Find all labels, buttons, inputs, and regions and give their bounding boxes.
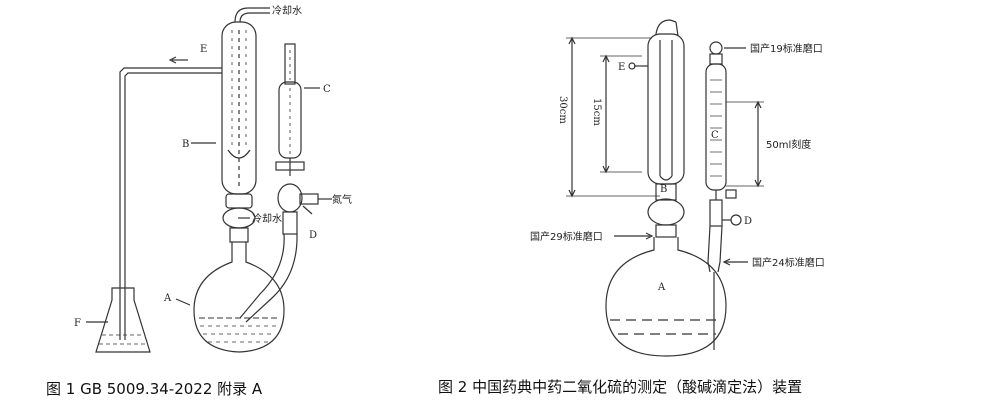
- fig2-label-graduation: 50ml刻度: [766, 138, 811, 151]
- figure-1-caption: 图 1 GB 5009.34-2022 附录 A: [46, 380, 263, 398]
- round-bottom-flask-a: [605, 237, 727, 357]
- fig1-label-d: D: [309, 230, 317, 241]
- erlenmeyer-flask-f: [95, 287, 151, 353]
- fig1-label-cooling-water-top: 冷却水: [272, 4, 302, 17]
- fig2-label-joint-29: 国产29标准磨口: [530, 230, 603, 243]
- figure-2-caption: 图 2 中国药典中药二氧化硫的测定（酸碱滴定法）装置: [438, 378, 803, 396]
- fig1-label-e: E: [200, 44, 207, 55]
- fig2-label-b: B: [660, 184, 667, 195]
- cooling-water-inlet-tube: [234, 7, 270, 23]
- fig1-label-a: A: [163, 293, 172, 304]
- fig1-label-cooling-water-mid: 冷却水: [252, 212, 282, 225]
- fig2-label-joint-19: 国产19标准磨口: [750, 42, 823, 55]
- figure-1-panel: 冷却水 E B C 氮气 冷却水 D A F 图 1 GB 5009.34-20…: [0, 0, 420, 410]
- fig2-label-15cm: 15cm: [591, 98, 602, 126]
- fig2-label-a: A: [657, 282, 666, 293]
- gas-outlet-tube: [119, 67, 205, 340]
- fig2-label-e: E: [618, 62, 625, 73]
- condenser-b: [647, 33, 685, 185]
- burette-c: [705, 63, 727, 191]
- figure-1-apparatus: 冷却水 E B C 氮气 冷却水 D A F: [74, 4, 352, 353]
- figure-2-apparatus: 30cm 15cm E B C D A 国产19标准磨口 50ml刻度 国产29…: [530, 19, 825, 357]
- fig1-label-c: C: [323, 84, 331, 95]
- fig2-label-d: D: [744, 216, 752, 227]
- figure-2-panel: 30cm 15cm E B C D A 国产19标准磨口 50ml刻度 国产29…: [420, 0, 983, 410]
- fig2-label-c: C: [711, 130, 719, 141]
- round-bottom-flask-a: [193, 242, 285, 353]
- fig2-label-joint-24: 国产24标准磨口: [752, 256, 825, 269]
- fig1-label-nitrogen: 氮气: [332, 193, 352, 206]
- fig1-label-b: B: [182, 139, 189, 150]
- fig1-label-f: F: [74, 318, 81, 329]
- fig2-label-30cm: 30cm: [557, 96, 568, 124]
